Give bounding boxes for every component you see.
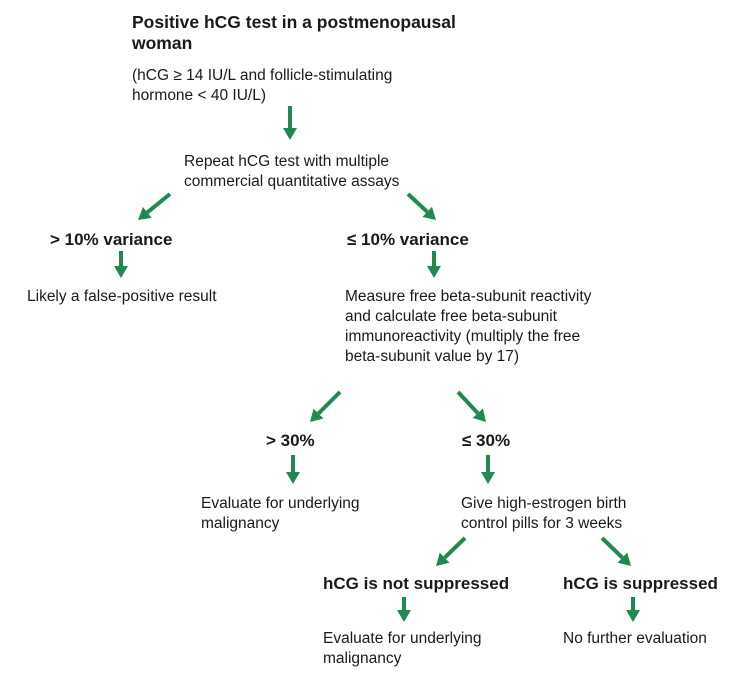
evaluate-2-line-1: Evaluate for underlying xyxy=(323,630,482,647)
arrow-measure-to-le30 xyxy=(456,390,486,422)
arrow-le30-to-give xyxy=(481,455,495,484)
criteria-line-2: hormone < 40 IU/L) xyxy=(132,87,266,104)
arrow-supp-to-no-further xyxy=(626,597,640,622)
not-suppressed-label: hCG is not suppressed xyxy=(323,574,510,593)
arrow-criteria-to-repeat xyxy=(283,106,297,140)
evaluate-1-line-1: Evaluate for underlying xyxy=(201,495,360,512)
arrow-repeat-to-low xyxy=(406,192,436,220)
greater-30-label: > 30% xyxy=(266,431,315,450)
arrow-gt30-to-evaluate xyxy=(286,455,300,484)
no-further-evaluation-text: No further evaluation xyxy=(563,630,707,647)
arrow-low-to-measure xyxy=(427,251,441,278)
measure-line-3: immunoreactivity (multiply the free xyxy=(345,328,581,345)
title-line-1: Positive hCG test in a postmenopausal xyxy=(132,12,456,32)
arrow-measure-to-gt30 xyxy=(310,390,342,422)
measure-line-2: and calculate free beta-subunit xyxy=(345,308,557,325)
evaluate-1-line-2: malignancy xyxy=(201,515,280,532)
arrow-high-to-false-pos xyxy=(114,251,128,278)
criteria-line-1: (hCG ≥ 14 IU/L and follicle-stimulating xyxy=(132,67,393,84)
give-pills-line-2: control pills for 3 weeks xyxy=(461,515,623,532)
give-pills-line-1: Give high-estrogen birth xyxy=(461,495,627,512)
arrow-give-to-not-supp xyxy=(436,536,467,566)
variance-high-label: > 10% variance xyxy=(50,230,173,249)
variance-low-label: ≤ 10% variance xyxy=(347,230,469,249)
repeat-test-line-2: commercial quantitative assays xyxy=(184,173,400,190)
suppressed-label: hCG is suppressed xyxy=(563,574,718,593)
arrow-repeat-to-high xyxy=(138,192,172,220)
arrow-not-supp-to-evaluate xyxy=(397,597,411,622)
measure-line-1: Measure free beta-subunit reactivity xyxy=(345,288,592,305)
false-positive-text: Likely a false-positive result xyxy=(27,288,217,305)
arrow-give-to-supp xyxy=(600,536,631,566)
repeat-test-line-1: Repeat hCG test with multiple xyxy=(184,153,390,170)
measure-line-4: beta-subunit value by 17) xyxy=(345,348,520,365)
title-line-2: woman xyxy=(132,33,193,53)
less-equal-30-label: ≤ 30% xyxy=(462,431,511,450)
evaluate-2-line-2: malignancy xyxy=(323,650,402,667)
